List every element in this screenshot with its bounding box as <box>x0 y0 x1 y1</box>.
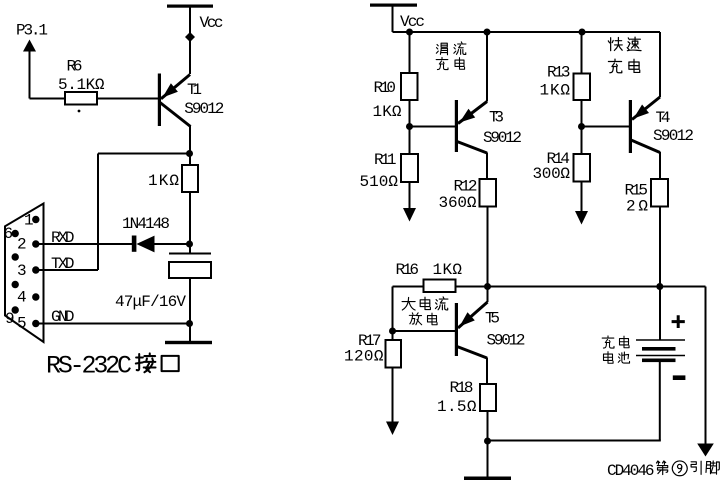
svg-text:S9012: S9012 <box>184 100 224 118</box>
svg-text:S9012: S9012 <box>487 332 526 350</box>
svg-text:CD4046: CD4046 <box>607 462 655 480</box>
svg-text:1KΩ: 1KΩ <box>433 261 463 279</box>
svg-text:1.5Ω: 1.5Ω <box>437 398 477 416</box>
svg-text:R6: R6 <box>67 58 83 76</box>
svg-text:R13: R13 <box>547 64 571 82</box>
svg-text:9: 9 <box>5 310 15 328</box>
svg-text:GND: GND <box>51 308 75 326</box>
svg-text:5.1KΩ: 5.1KΩ <box>58 76 105 94</box>
svg-text:2Ω: 2Ω <box>626 198 648 216</box>
svg-text:1KΩ: 1KΩ <box>540 82 571 100</box>
svg-text:T3: T3 <box>489 109 504 127</box>
svg-text:47μF/16V: 47μF/16V <box>115 293 186 311</box>
svg-text:5: 5 <box>17 315 27 333</box>
svg-text:TXD: TXD <box>51 255 75 273</box>
svg-text:T5: T5 <box>485 310 500 328</box>
svg-text:1N4148: 1N4148 <box>122 215 170 233</box>
svg-text:Vcc: Vcc <box>400 13 425 31</box>
svg-text:1KΩ: 1KΩ <box>148 172 179 190</box>
svg-text:P3.1: P3.1 <box>16 22 48 40</box>
svg-text:R14: R14 <box>547 150 571 168</box>
svg-text:R12: R12 <box>454 178 478 196</box>
svg-text:R17: R17 <box>358 332 382 350</box>
svg-text:1: 1 <box>24 212 34 230</box>
svg-text:Vcc: Vcc <box>200 14 224 32</box>
svg-text:R10: R10 <box>374 79 397 97</box>
svg-text:360Ω: 360Ω <box>439 194 477 212</box>
svg-text:R18: R18 <box>450 379 474 397</box>
svg-text:2: 2 <box>17 236 27 254</box>
svg-text:6: 6 <box>4 225 14 243</box>
svg-text:510Ω: 510Ω <box>360 173 399 191</box>
svg-text:R11: R11 <box>374 151 397 169</box>
svg-text:R15: R15 <box>625 182 649 200</box>
svg-text:RXD: RXD <box>51 229 75 247</box>
svg-text:4: 4 <box>17 289 27 307</box>
svg-text:T4: T4 <box>656 109 671 127</box>
svg-text:S9012: S9012 <box>653 127 694 145</box>
svg-text:3: 3 <box>17 262 27 280</box>
svg-text:120Ω: 120Ω <box>344 348 384 366</box>
svg-text:S9012: S9012 <box>483 129 522 147</box>
svg-text:300Ω: 300Ω <box>533 165 571 183</box>
svg-text:1KΩ: 1KΩ <box>373 103 402 121</box>
svg-text:T1: T1 <box>187 81 202 99</box>
svg-text:RS-232C: RS-232C <box>46 352 132 381</box>
svg-text:R16: R16 <box>396 261 420 279</box>
